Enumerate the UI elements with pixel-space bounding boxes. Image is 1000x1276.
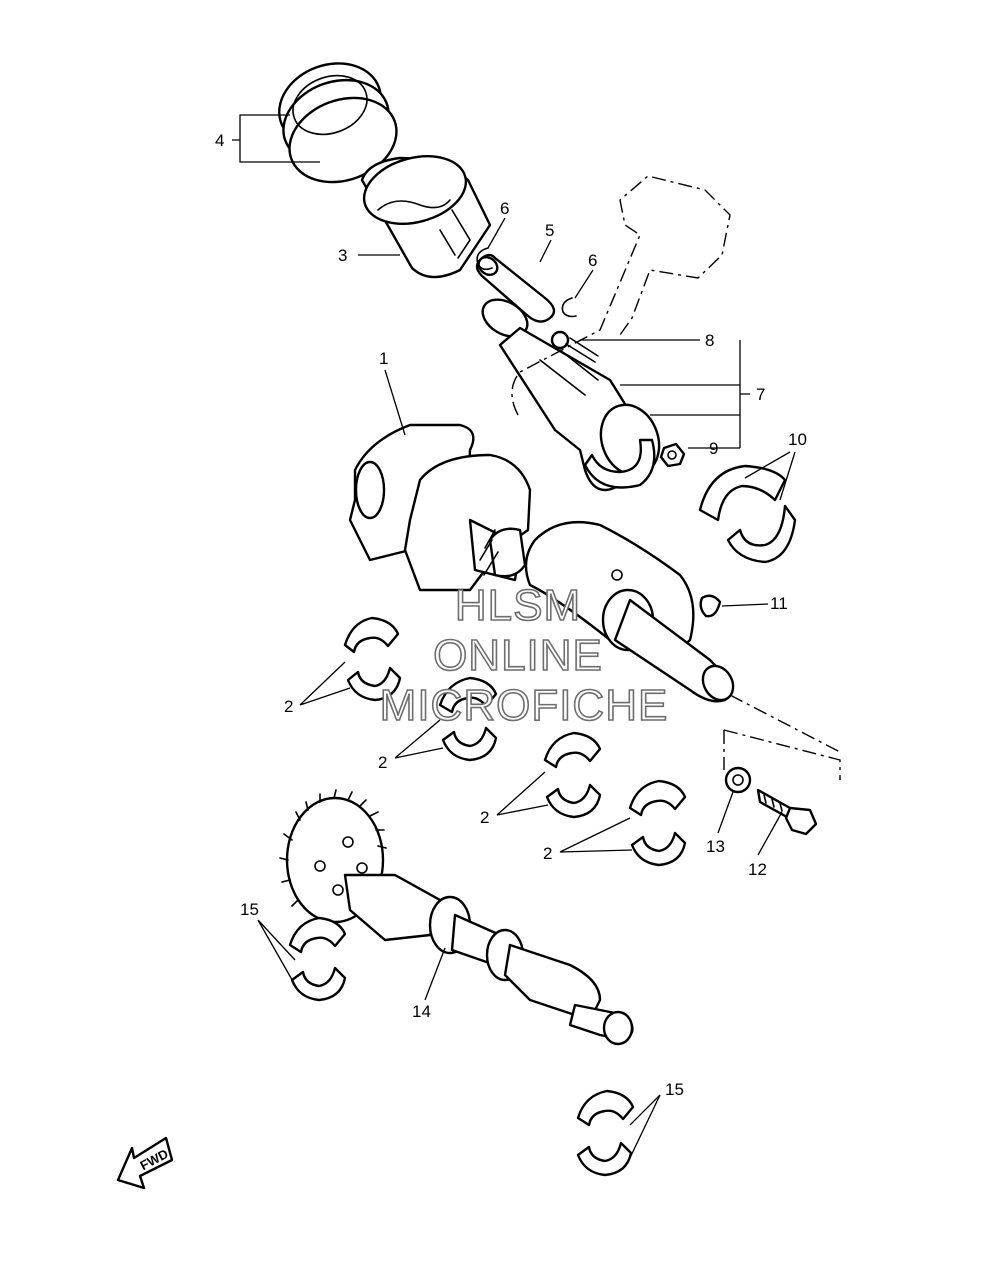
watermark: HLSM ONLINE MICROFICHE xyxy=(379,580,669,731)
main-bearing-set xyxy=(543,731,602,819)
callout-15: 15 xyxy=(240,900,259,919)
callout-labels: 4 3 6 5 6 8 7 9 1 10 11 2 2 2 2 13 12 15… xyxy=(215,131,807,1099)
callout-2: 2 xyxy=(543,844,552,863)
callout-14: 14 xyxy=(412,1002,431,1021)
balancer-bearing-set xyxy=(288,916,347,1002)
crankshaft xyxy=(348,423,735,703)
svg-text:HLSM: HLSM xyxy=(455,581,581,630)
connecting-rod xyxy=(481,298,661,492)
callout-13: 13 xyxy=(706,837,725,856)
circlip xyxy=(476,247,577,318)
callout-1: 1 xyxy=(379,349,388,368)
callout-10: 10 xyxy=(788,430,807,449)
callout-2: 2 xyxy=(480,808,489,827)
callout-8: 8 xyxy=(705,331,714,350)
callout-9: 9 xyxy=(709,439,718,458)
woodruff-key xyxy=(699,594,722,618)
callout-2: 2 xyxy=(378,753,387,772)
callout-5: 5 xyxy=(545,221,554,240)
main-bearing-set xyxy=(438,676,498,762)
cylinder-outline xyxy=(511,175,731,416)
piston-rings xyxy=(278,62,398,184)
big-end-bearing-set xyxy=(698,464,797,564)
callout-7: 7 xyxy=(756,385,765,404)
callout-11: 11 xyxy=(770,594,788,613)
crank-bolt xyxy=(756,788,818,836)
svg-text:MICROFICHE: MICROFICHE xyxy=(380,681,669,730)
piston-pin xyxy=(475,253,556,323)
main-bearing-set xyxy=(628,779,687,867)
callout-4: 4 xyxy=(215,131,224,150)
forward-arrow: FWD xyxy=(116,1136,174,1190)
balancer-shaft xyxy=(279,789,634,1046)
piston xyxy=(360,155,492,279)
svg-text:ONLINE: ONLINE xyxy=(433,631,603,680)
washer xyxy=(724,766,752,794)
callout-6: 6 xyxy=(588,251,597,270)
rod-bolt xyxy=(550,330,599,363)
callout-15: 15 xyxy=(665,1080,684,1099)
main-bearing-set xyxy=(343,616,402,702)
callout-2: 2 xyxy=(284,697,293,716)
callout-12: 12 xyxy=(748,860,767,879)
crank-axis-line xyxy=(723,694,841,780)
balancer-bearing-set xyxy=(576,1089,635,1177)
callout-3: 3 xyxy=(338,246,347,265)
callout-6: 6 xyxy=(500,199,509,218)
rod-nut xyxy=(659,442,686,468)
leader-lines xyxy=(232,114,796,1163)
